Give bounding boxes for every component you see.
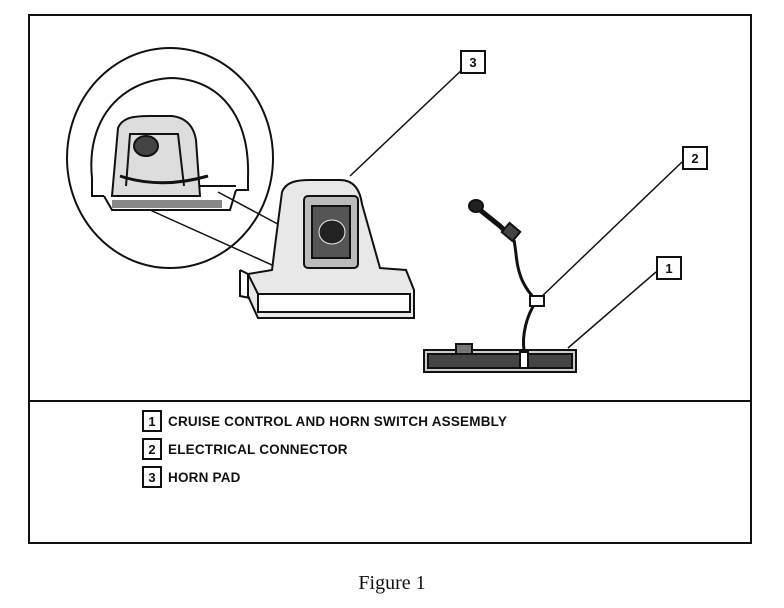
steering-wheel-drawing: [66, 47, 274, 269]
electrical-connector-drawing: [468, 199, 545, 351]
switch-assembly-drawing: [423, 343, 577, 373]
horn-pad-drawing: [239, 179, 415, 319]
callout-3: 3: [460, 50, 486, 74]
callout-1: 1: [656, 256, 682, 280]
legend-item: 3 HORN PAD: [142, 466, 507, 488]
callout-2: 2: [682, 146, 708, 170]
legend-item: 2 ELECTRICAL CONNECTOR: [142, 438, 507, 460]
figure-caption: Figure 1: [358, 572, 426, 594]
legend-label: CRUISE CONTROL AND HORN SWITCH ASSEMBLY: [168, 413, 508, 429]
legend: 1 CRUISE CONTROL AND HORN SWITCH ASSEMBL…: [142, 410, 507, 494]
legend-item: 1 CRUISE CONTROL AND HORN SWITCH ASSEMBL…: [142, 410, 507, 432]
legend-number: 1: [142, 410, 162, 432]
legend-number: 3: [142, 466, 162, 488]
legend-divider: [30, 400, 750, 402]
leader-lines: [149, 65, 683, 349]
legend-number: 2: [142, 438, 162, 460]
diagram-frame: [28, 14, 752, 544]
legend-label: HORN PAD: [168, 469, 241, 485]
legend-label: ELECTRICAL CONNECTOR: [168, 441, 348, 457]
